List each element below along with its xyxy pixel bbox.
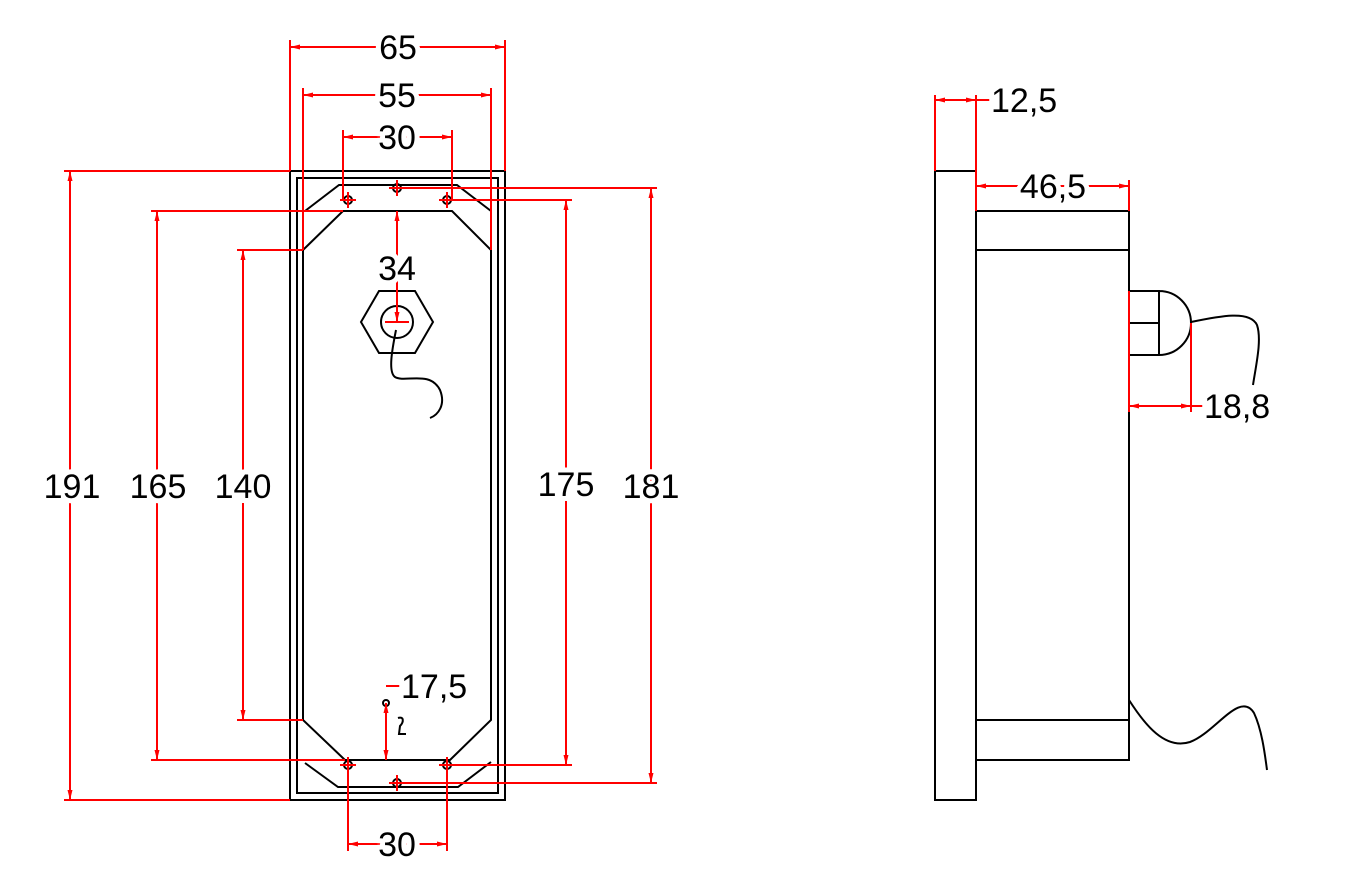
- dim-65: 65: [289, 24, 506, 171]
- dim-label: 30: [378, 826, 416, 864]
- dim-label: 65: [379, 29, 417, 67]
- dim-label: 181: [623, 468, 680, 506]
- dim-140: 140: [210, 249, 303, 721]
- dim-label: 55: [378, 77, 416, 115]
- dim-12-5: 12,5: [934, 77, 1062, 211]
- dim-30-bottom: 30: [347, 765, 448, 869]
- enclosure-inner-outline: [296, 177, 499, 794]
- dim-label: 30: [378, 119, 416, 157]
- mounting-plate: [302, 210, 492, 761]
- dim-46-5: 46,5: [976, 163, 1130, 211]
- dim-165: 165: [125, 210, 345, 761]
- side-cable-gland: [1129, 290, 1192, 356]
- dim-34: 34: [373, 211, 421, 322]
- dim-label: 46,5: [1020, 168, 1086, 206]
- cable: [390, 329, 444, 419]
- side-view: 12,5 46,5 18,8: [934, 77, 1275, 801]
- dim-label: 17,5: [401, 668, 467, 706]
- dim-30-top: 30: [342, 114, 453, 200]
- front-view: 65 55 30 191 165 140 175 181: [39, 24, 685, 869]
- dim-label: 191: [44, 468, 101, 506]
- body: [975, 210, 1130, 761]
- dim-label: 175: [538, 466, 595, 504]
- dim-label: 165: [130, 468, 187, 506]
- dim-55: 55: [302, 72, 492, 250]
- dim-18-8: 18,8: [1128, 291, 1275, 431]
- dim-label: 34: [378, 250, 416, 288]
- dim-191: 191: [39, 170, 290, 801]
- dim-175: 175: [447, 199, 599, 766]
- dim-label: 12,5: [991, 82, 1057, 120]
- side-cable: [1190, 314, 1260, 386]
- dim-label: 18,8: [1204, 388, 1270, 426]
- enclosure-outer-outline: [289, 170, 506, 801]
- wire-end: [397, 716, 406, 735]
- dim-label: 140: [215, 468, 272, 506]
- dim-17-5: 17,5: [383, 663, 472, 760]
- side-cable-bottom: [1128, 699, 1268, 771]
- body-lines: [976, 249, 1129, 721]
- flange: [934, 170, 977, 801]
- dim-181: 181: [397, 187, 684, 784]
